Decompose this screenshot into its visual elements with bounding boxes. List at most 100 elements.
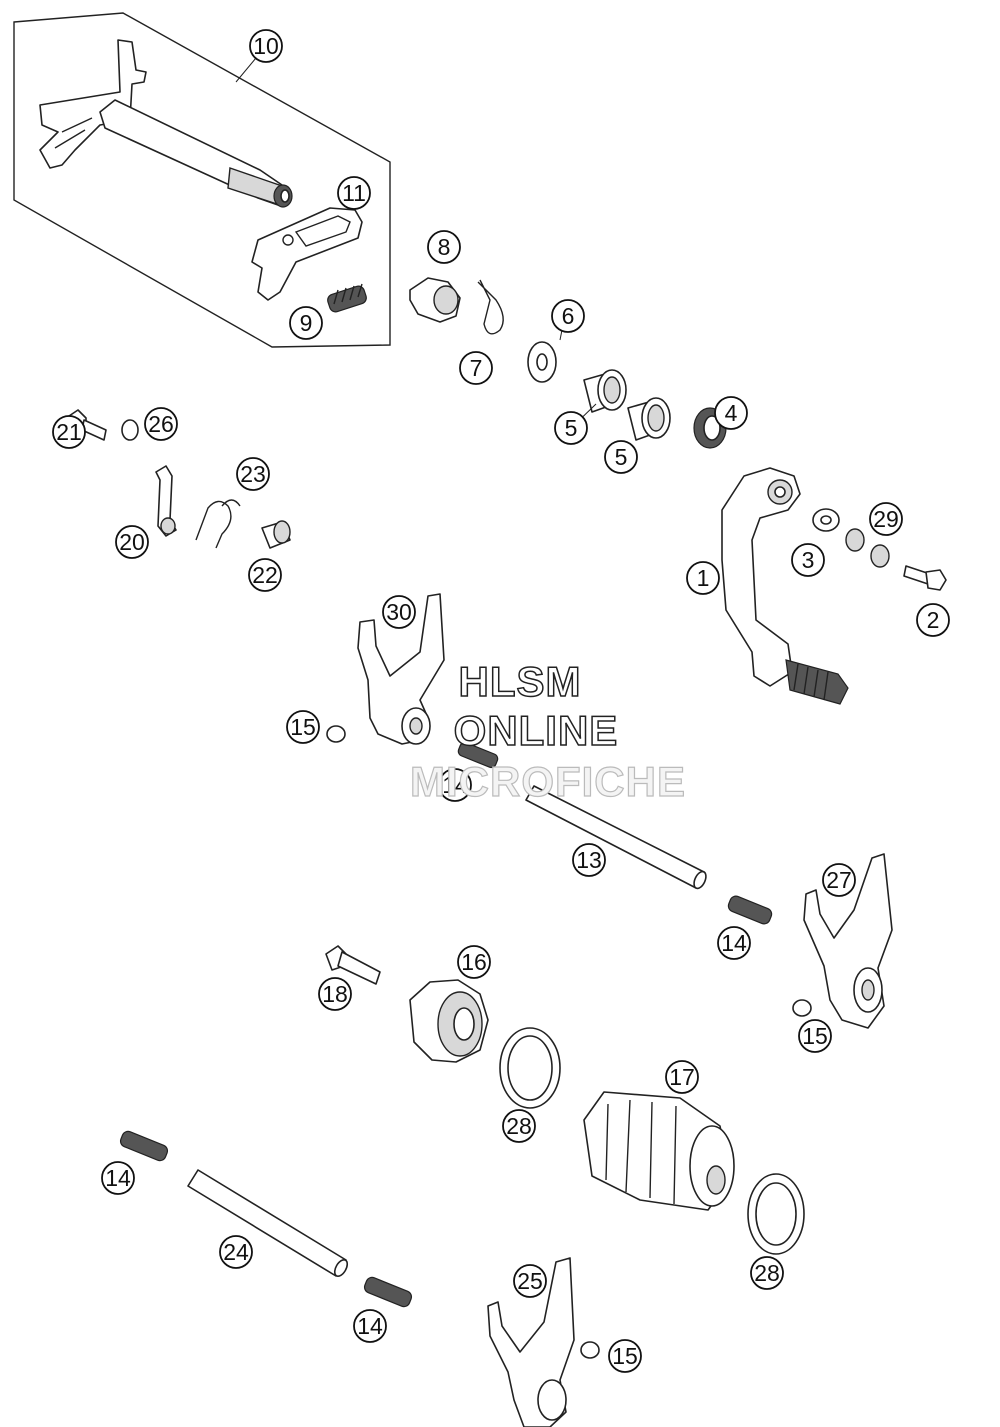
callout-17[interactable]: 17 (665, 1060, 699, 1094)
part-24-rod[interactable] (187, 1169, 350, 1278)
svg-text:16: 16 (461, 949, 487, 975)
svg-text:20: 20 (119, 529, 145, 555)
callout-15b[interactable]: 15 (798, 1019, 832, 1053)
callout-4[interactable]: 4 (714, 396, 748, 430)
part-30-shift-fork[interactable] (357, 593, 445, 745)
callout-3[interactable]: 3 (791, 543, 825, 577)
svg-text:13: 13 (576, 847, 602, 873)
callout-5a[interactable]: 5 (554, 411, 588, 445)
callout-24[interactable]: 24 (219, 1235, 253, 1269)
callout-15c[interactable]: 15 (608, 1339, 642, 1373)
callout-2[interactable]: 2 (916, 603, 950, 637)
callout-18[interactable]: 18 (318, 977, 352, 1011)
part-27-shift-fork[interactable] (803, 853, 893, 1029)
svg-text:11: 11 (342, 180, 366, 206)
svg-text:14: 14 (721, 930, 747, 956)
part-13-rod[interactable] (525, 785, 708, 890)
part-28-bearing-a[interactable] (499, 1027, 561, 1109)
watermark-line-3: MICROFICHE (409, 757, 686, 805)
part-3-washer[interactable] (812, 508, 840, 532)
svg-text:18: 18 (322, 981, 348, 1007)
callout-11[interactable]: 11 (337, 176, 371, 210)
callout-16[interactable]: 16 (457, 945, 491, 979)
callout-14a[interactable]: 14 (438, 768, 472, 802)
callout-30[interactable]: 30 (382, 595, 416, 629)
svg-text:27: 27 (826, 867, 852, 893)
svg-text:23: 23 (240, 461, 266, 487)
part-9-spring[interactable] (326, 283, 368, 313)
part-20-lever[interactable] (155, 465, 177, 537)
svg-text:14: 14 (357, 1313, 383, 1339)
svg-text:6: 6 (562, 303, 575, 329)
callout-13[interactable]: 13 (572, 843, 606, 877)
part-11-shift-plate[interactable] (251, 207, 363, 301)
sub-assembly-frame (13, 12, 391, 348)
part-26-washer[interactable] (121, 419, 139, 441)
callout-15a[interactable]: 15 (286, 710, 320, 744)
svg-text:15: 15 (802, 1023, 828, 1049)
svg-text:5: 5 (615, 444, 628, 470)
part-6-washer[interactable] (527, 341, 557, 383)
part-16-shift-star[interactable] (409, 979, 489, 1063)
callout-9[interactable]: 9 (289, 306, 323, 340)
part-14-spring-a[interactable] (457, 741, 499, 769)
callout-6[interactable]: 6 (551, 299, 585, 333)
callout-10[interactable]: 10 (249, 29, 283, 63)
part-29-lock-washer-b[interactable] (870, 544, 890, 568)
callout-27[interactable]: 27 (822, 863, 856, 897)
callout-20[interactable]: 20 (115, 525, 149, 559)
part-14-spring-b[interactable] (727, 894, 774, 925)
part-15-roller-a[interactable] (326, 725, 346, 743)
part-14-spring-c[interactable] (119, 1130, 169, 1163)
callout-1[interactable]: 1 (686, 561, 720, 595)
svg-text:2: 2 (927, 607, 940, 633)
part-10-shift-shaft[interactable] (39, 39, 293, 208)
svg-text:24: 24 (223, 1239, 249, 1265)
watermark-line-1: HLSM (458, 657, 582, 706)
svg-text:5: 5 (565, 415, 578, 441)
svg-text:4: 4 (725, 400, 738, 426)
callout-22[interactable]: 22 (248, 558, 282, 592)
part-23-spring[interactable] (195, 499, 241, 549)
svg-text:29: 29 (873, 506, 899, 532)
svg-text:25: 25 (517, 1268, 543, 1294)
callout-21[interactable]: 21 (52, 415, 86, 449)
part-17-shift-drum[interactable] (583, 1091, 735, 1211)
part-15-roller-c[interactable] (580, 1341, 600, 1359)
part-29-lock-washer-a[interactable] (845, 528, 865, 552)
callout-28a[interactable]: 28 (502, 1109, 536, 1143)
watermark-line-2: ONLINE (453, 706, 619, 755)
part-28-bearing-b[interactable] (747, 1173, 805, 1255)
callout-26[interactable]: 26 (144, 407, 178, 441)
part-5-bearing-b[interactable] (627, 397, 671, 441)
part-18-bolt[interactable] (325, 945, 381, 985)
svg-text:8: 8 (438, 234, 451, 260)
svg-text:15: 15 (290, 714, 316, 740)
callout-25[interactable]: 25 (513, 1264, 547, 1298)
part-15-roller-b[interactable] (792, 999, 812, 1017)
svg-text:10: 10 (253, 33, 279, 59)
part-8-guide[interactable] (409, 277, 461, 323)
part-14-spring-d[interactable] (363, 1276, 413, 1309)
svg-text:3: 3 (802, 547, 815, 573)
callout-23[interactable]: 23 (236, 457, 270, 491)
part-2-bolt[interactable] (903, 565, 947, 591)
svg-text:30: 30 (386, 599, 412, 625)
callout-14c[interactable]: 14 (101, 1161, 135, 1195)
part-22-spacer[interactable] (261, 520, 291, 549)
callout-7[interactable]: 7 (459, 351, 493, 385)
callout-28b[interactable]: 28 (750, 1256, 784, 1290)
svg-text:21: 21 (56, 419, 82, 445)
callout-5b[interactable]: 5 (604, 440, 638, 474)
callout-14b[interactable]: 14 (717, 926, 751, 960)
part-7-clip-spring[interactable] (477, 279, 504, 335)
callout-8[interactable]: 8 (427, 230, 461, 264)
svg-text:7: 7 (470, 355, 483, 381)
callout-14d[interactable]: 14 (353, 1309, 387, 1343)
svg-text:15: 15 (612, 1343, 638, 1369)
svg-text:28: 28 (754, 1260, 780, 1286)
part-25-shift-fork[interactable] (487, 1257, 575, 1427)
part-1-shift-lever[interactable] (721, 467, 849, 705)
callout-29[interactable]: 29 (869, 502, 903, 536)
part-5-bearing-a[interactable] (583, 369, 627, 413)
